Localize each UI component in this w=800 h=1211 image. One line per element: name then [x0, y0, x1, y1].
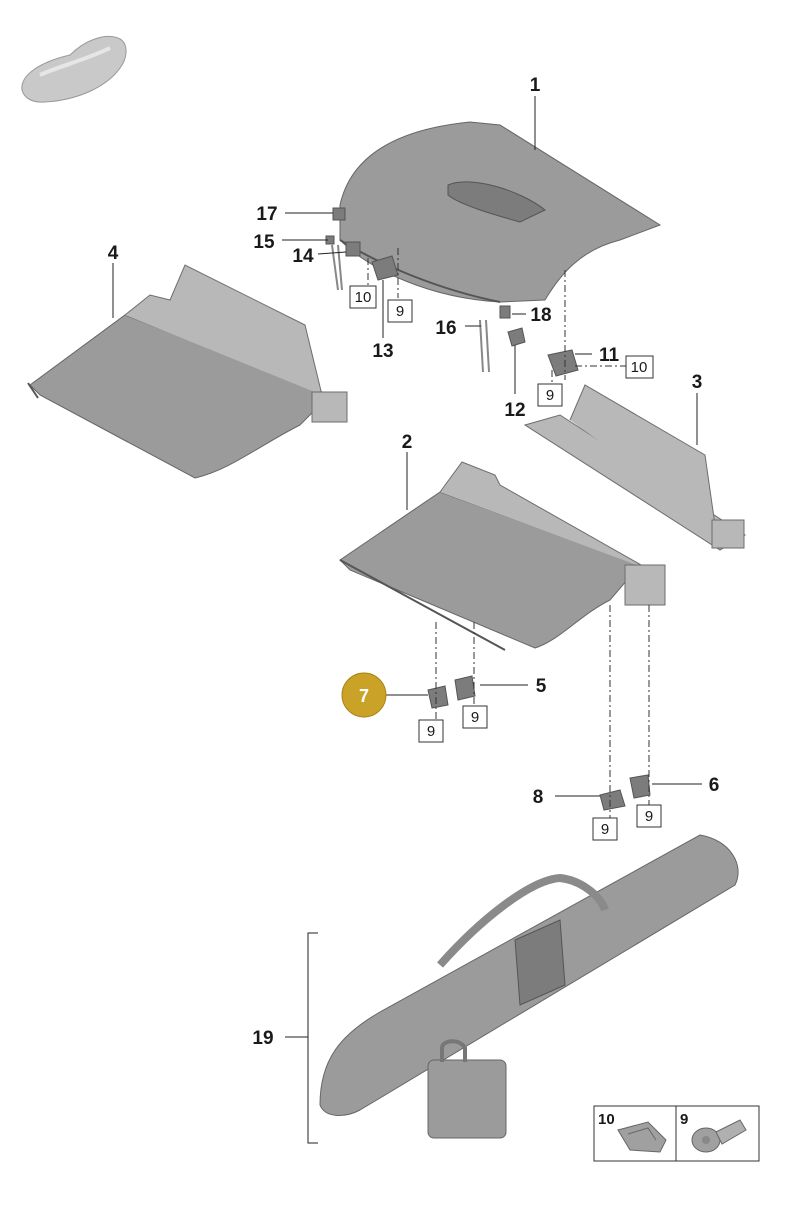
- callout-19[interactable]: 19: [252, 1028, 273, 1049]
- callout-8[interactable]: 8: [533, 787, 544, 808]
- car-thumbnail-icon: [21, 35, 127, 103]
- boxed-ref-label: 9: [471, 709, 479, 726]
- callout-15[interactable]: 15: [253, 232, 275, 253]
- bracket-7-icon: [427, 685, 449, 709]
- boxed-ref-label: 10: [355, 289, 372, 306]
- clip-icon: [617, 1121, 667, 1153]
- boxed-ref-9-a[interactable]: 9: [387, 299, 413, 323]
- bracket-8-icon: [599, 789, 626, 811]
- callout-17[interactable]: 17: [256, 204, 277, 225]
- callout-14[interactable]: 14: [292, 246, 314, 267]
- boxed-ref-10-b[interactable]: 10: [625, 355, 654, 379]
- bracket-18-icon: [499, 305, 511, 319]
- callout-7[interactable]: 7: [359, 686, 369, 706]
- part-2-roller-cover: [339, 461, 666, 651]
- callout-16[interactable]: 16: [435, 318, 456, 339]
- bracket-11-icon: [547, 349, 579, 377]
- boxed-ref-9-f[interactable]: 9: [636, 804, 662, 828]
- strap-14-icon: [331, 241, 361, 291]
- guide-lines: [367, 248, 650, 818]
- part-4-roller-cover: [27, 264, 348, 479]
- callout-4[interactable]: 4: [108, 243, 119, 264]
- screw-icon: [691, 1119, 747, 1153]
- highlight-marker: [341, 672, 387, 718]
- bracket-5-icon: [454, 675, 476, 701]
- boxed-ref-9-e[interactable]: 9: [592, 817, 618, 841]
- callout-1[interactable]: 1: [530, 75, 541, 96]
- callout-3[interactable]: 3: [692, 372, 703, 393]
- callout-5[interactable]: 5: [536, 676, 547, 697]
- bracket-17-icon: [332, 207, 346, 221]
- boxed-ref-9-d[interactable]: 9: [462, 705, 488, 729]
- boxed-ref-label: 9: [601, 821, 609, 838]
- bracket-12-icon: [507, 327, 526, 347]
- part-3-roller: [523, 384, 746, 551]
- strap-16-icon: [479, 319, 490, 373]
- boxed-ref-label: 9: [427, 723, 435, 740]
- legend-box: 10 9: [593, 1105, 760, 1162]
- callout-6[interactable]: 6: [709, 775, 720, 796]
- callout-13[interactable]: 13: [372, 341, 393, 362]
- bracket-6-icon: [629, 774, 651, 799]
- boxed-ref-label: 9: [645, 808, 653, 825]
- callout-12[interactable]: 12: [504, 400, 525, 421]
- boxed-ref-label: 10: [631, 359, 648, 376]
- legend-label-10: 10: [598, 1111, 615, 1128]
- boxed-ref-label: 9: [546, 387, 554, 404]
- boxed-ref-9-b[interactable]: 9: [537, 383, 563, 407]
- part-19-storage-bag: [319, 834, 739, 1139]
- callout-11[interactable]: 11: [599, 345, 620, 366]
- leader-lines: [112, 96, 702, 1144]
- boxed-ref-9-c[interactable]: 9: [418, 719, 444, 743]
- legend-label-9: 9: [680, 1111, 688, 1128]
- callout-18[interactable]: 18: [530, 305, 551, 326]
- boxed-ref-label: 9: [396, 303, 404, 320]
- callout-2[interactable]: 2: [402, 432, 413, 453]
- boxed-ref-10-a[interactable]: 10: [349, 285, 377, 309]
